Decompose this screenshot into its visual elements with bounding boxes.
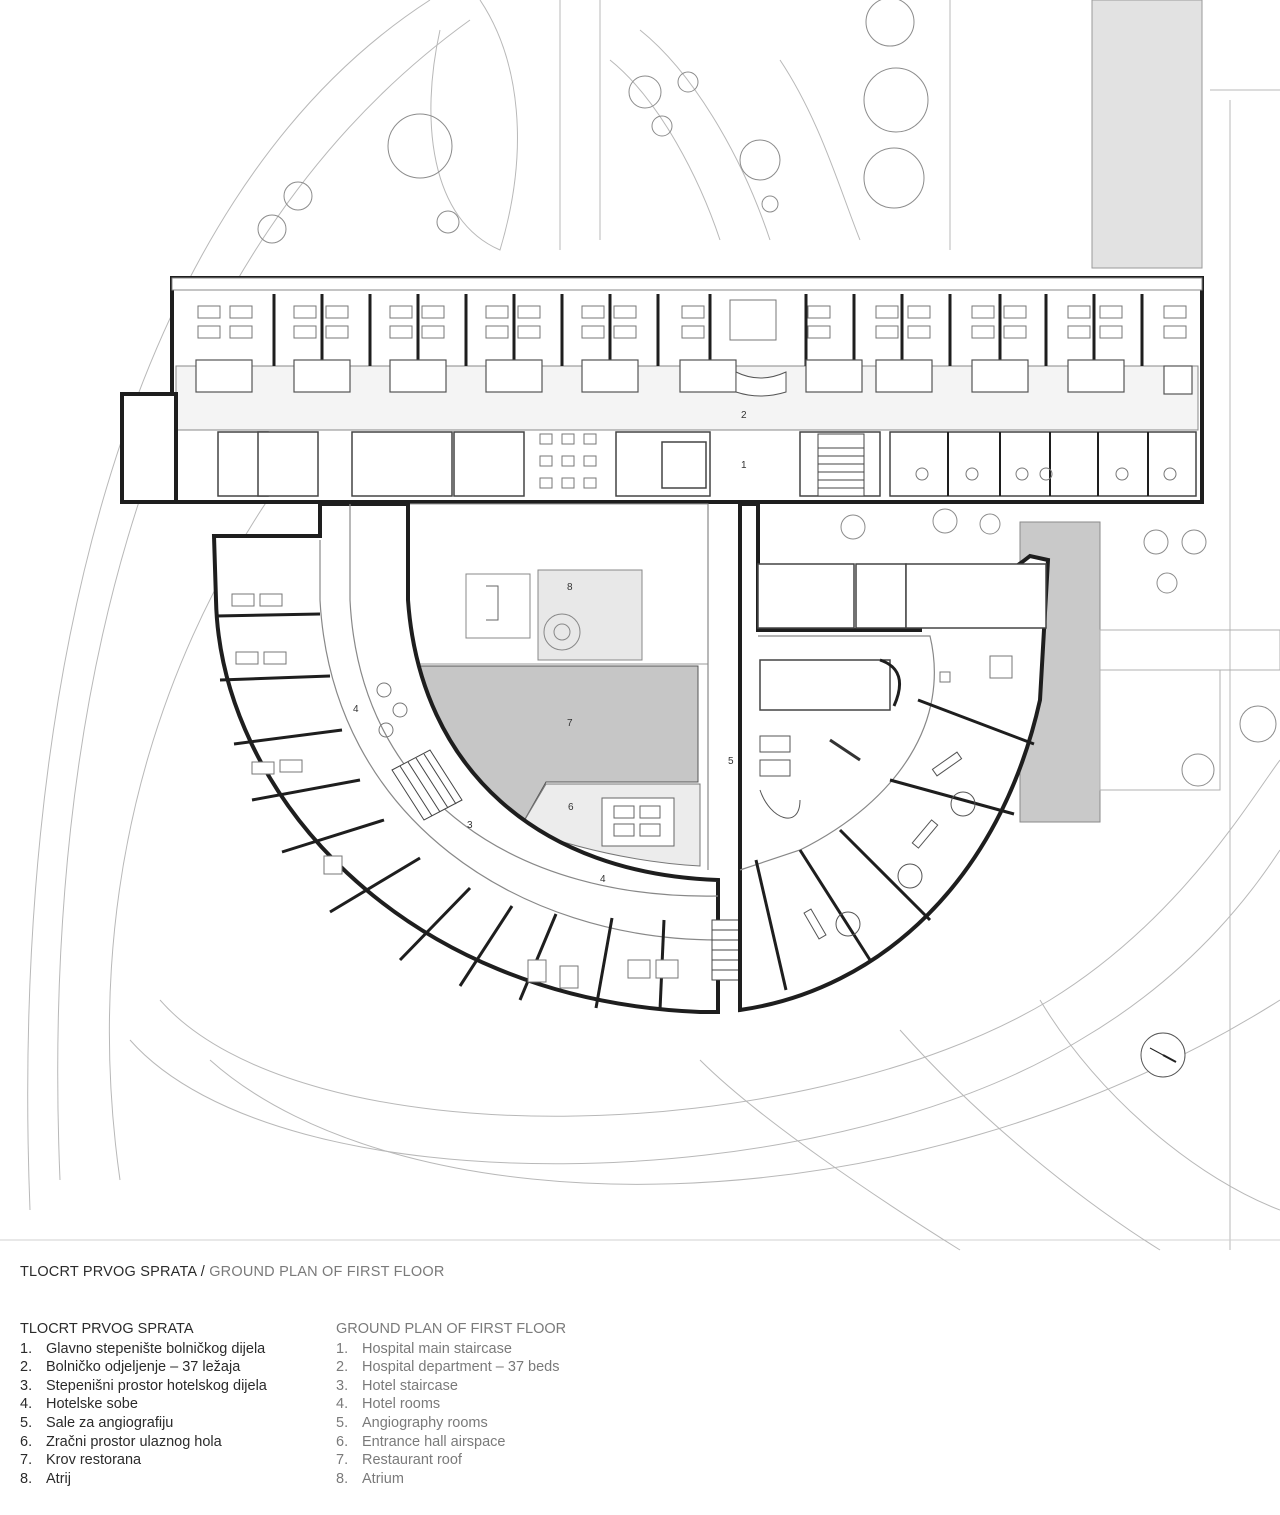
legend-item-text: Hotelske sobe [46, 1396, 138, 1413]
tree-icon [761, 195, 779, 213]
legend-item-number: 6. [336, 1433, 349, 1450]
legend-item-text: Hotel rooms [362, 1396, 441, 1413]
tree-icon [863, 67, 929, 133]
caption-separator: / [196, 1264, 210, 1280]
legend-item: 7. Restaurant roof [336, 1451, 566, 1470]
legend-item-text: Krov restorana [46, 1452, 142, 1469]
site-contours [0, 0, 1280, 1251]
legend-item-text: Restaurant roof [362, 1452, 462, 1469]
legend-item-text: Bolničko odjeljenje – 37 ležaja [46, 1359, 241, 1376]
legend-croatian: TLOCRT PRVOG SPRATA 1. Glavno stepenište … [20, 1320, 267, 1488]
legend-item-number: 4. [20, 1396, 33, 1413]
label-hotel-rooms-west: 4 [353, 704, 359, 715]
hotel-wing [211, 502, 751, 1014]
legend-item: 7. Krov restorana [20, 1451, 267, 1470]
legend-item-number: 2. [20, 1359, 33, 1376]
tree-icon [979, 513, 1001, 535]
tree-icon [863, 147, 925, 209]
tree-icon [651, 115, 673, 137]
legend-item-number: 4. [336, 1396, 349, 1413]
legend-item-number: 7. [20, 1452, 33, 1469]
legend-item-text: Sale za angiografiju [46, 1414, 174, 1431]
legend-item-number: 3. [336, 1377, 349, 1394]
label-entrance-airspace: 6 [568, 802, 574, 813]
tree-icon [1143, 529, 1169, 555]
tree-icon [1181, 753, 1215, 787]
label-staircase-main: 1 [741, 460, 747, 471]
legend-item-number: 7. [336, 1452, 349, 1469]
legend-item: 5. Angiography rooms [336, 1414, 566, 1433]
tree-icon [283, 181, 313, 211]
tree-icon [865, 0, 915, 47]
legend-item-number: 2. [336, 1359, 349, 1376]
legend-item-text: Zračni prostor ulaznog hola [46, 1433, 222, 1450]
legend-item: 2. Hospital department – 37 beds [336, 1358, 566, 1377]
tree-icon [257, 214, 287, 244]
legend-item: 4. Hotel rooms [336, 1395, 566, 1414]
legend-item-number: 8. [336, 1470, 349, 1487]
legend-item: 1. Glavno stepenište bolničkog dijela [20, 1340, 267, 1359]
legend-item: 6. Zračni prostor ulaznog hola [20, 1433, 267, 1452]
legend-item-text: Atrium [362, 1470, 404, 1487]
legend-item: 6. Entrance hall airspace [336, 1433, 566, 1452]
legend-item: 2. Bolničko odjeljenje – 37 ležaja [20, 1358, 267, 1377]
label-atrium: 8 [567, 582, 573, 593]
label-hotel-rooms-south: 4 [600, 874, 606, 885]
label-staircase-hotel: 3 [467, 820, 473, 831]
label-angiography: 5 [728, 756, 734, 767]
legend-item: 5. Sale za angiografiju [20, 1414, 267, 1433]
floor-plan-drawing: 1 2 3 4 4 5 6 7 8 [0, 0, 1280, 1251]
label-corridor-hospital: 2 [741, 410, 747, 421]
tree-icon [677, 71, 699, 93]
label-restaurant-roof: 7 [567, 718, 573, 729]
legend-item: 3. Stepenišni prostor hotelskog dijela [20, 1377, 267, 1396]
legend-item-number: 8. [20, 1470, 33, 1487]
tree-icon [840, 514, 866, 540]
legend-item-number: 5. [20, 1414, 33, 1431]
legend-item: 1. Hospital main staircase [336, 1340, 566, 1359]
legend-item: 8. Atrij [20, 1470, 267, 1489]
legend-title: GROUND PLAN OF FIRST FLOOR [336, 1321, 567, 1337]
north-arrow-icon [1140, 1032, 1186, 1078]
legend-item-number: 1. [20, 1340, 33, 1357]
legend-item-number: 6. [20, 1433, 33, 1450]
tree-icon [932, 508, 958, 534]
trees [257, 0, 1277, 787]
atrium-area [407, 503, 709, 665]
tree-icon [628, 75, 662, 109]
legend-item-text: Hospital department – 37 beds [362, 1359, 560, 1376]
legend-item-text: Stepenišni prostor hotelskog dijela [46, 1377, 267, 1394]
caption-en: GROUND PLAN OF FIRST FLOOR [209, 1264, 445, 1280]
legend-item-text: Glavno stepenište bolničkog dijela [46, 1340, 266, 1357]
legend-item-number: 5. [336, 1414, 349, 1431]
drawing-caption: TLOCRT PRVOG SPRATA / GROUND PLAN OF FIR… [20, 1264, 445, 1280]
legend-item-text: Entrance hall airspace [362, 1433, 506, 1450]
legend-item: 4. Hotelske sobe [20, 1395, 267, 1414]
north-wing [120, 276, 1204, 504]
caption-hr: TLOCRT PRVOG SPRATA [20, 1264, 197, 1280]
legend-item: 8. Atrium [336, 1470, 566, 1489]
tree-icon [739, 139, 781, 181]
legend-item-text: Angiography rooms [362, 1414, 488, 1431]
angiography-wing [707, 502, 1051, 1013]
legend-item-text: Atrij [46, 1470, 71, 1487]
legend-item-text: Hotel staircase [362, 1377, 458, 1394]
legend-item-number: 1. [336, 1340, 349, 1357]
legend-english: GROUND PLAN OF FIRST FLOOR 1. Hospital ma… [336, 1320, 566, 1488]
legend-item-number: 3. [20, 1377, 33, 1394]
tree-icon [387, 113, 453, 179]
legend-item: 3. Hotel staircase [336, 1377, 566, 1396]
tree-icon [436, 210, 460, 234]
room-number-labels: 1 2 3 4 4 5 6 7 8 [353, 410, 747, 885]
tree-icon [1181, 529, 1207, 555]
entrance-airspace [519, 783, 701, 867]
tree-icon [1239, 705, 1277, 743]
legend-title: TLOCRT PRVOG SPRATA [20, 1321, 194, 1337]
legend-item-text: Hospital main staircase [362, 1340, 512, 1357]
tree-icon [1156, 572, 1178, 594]
